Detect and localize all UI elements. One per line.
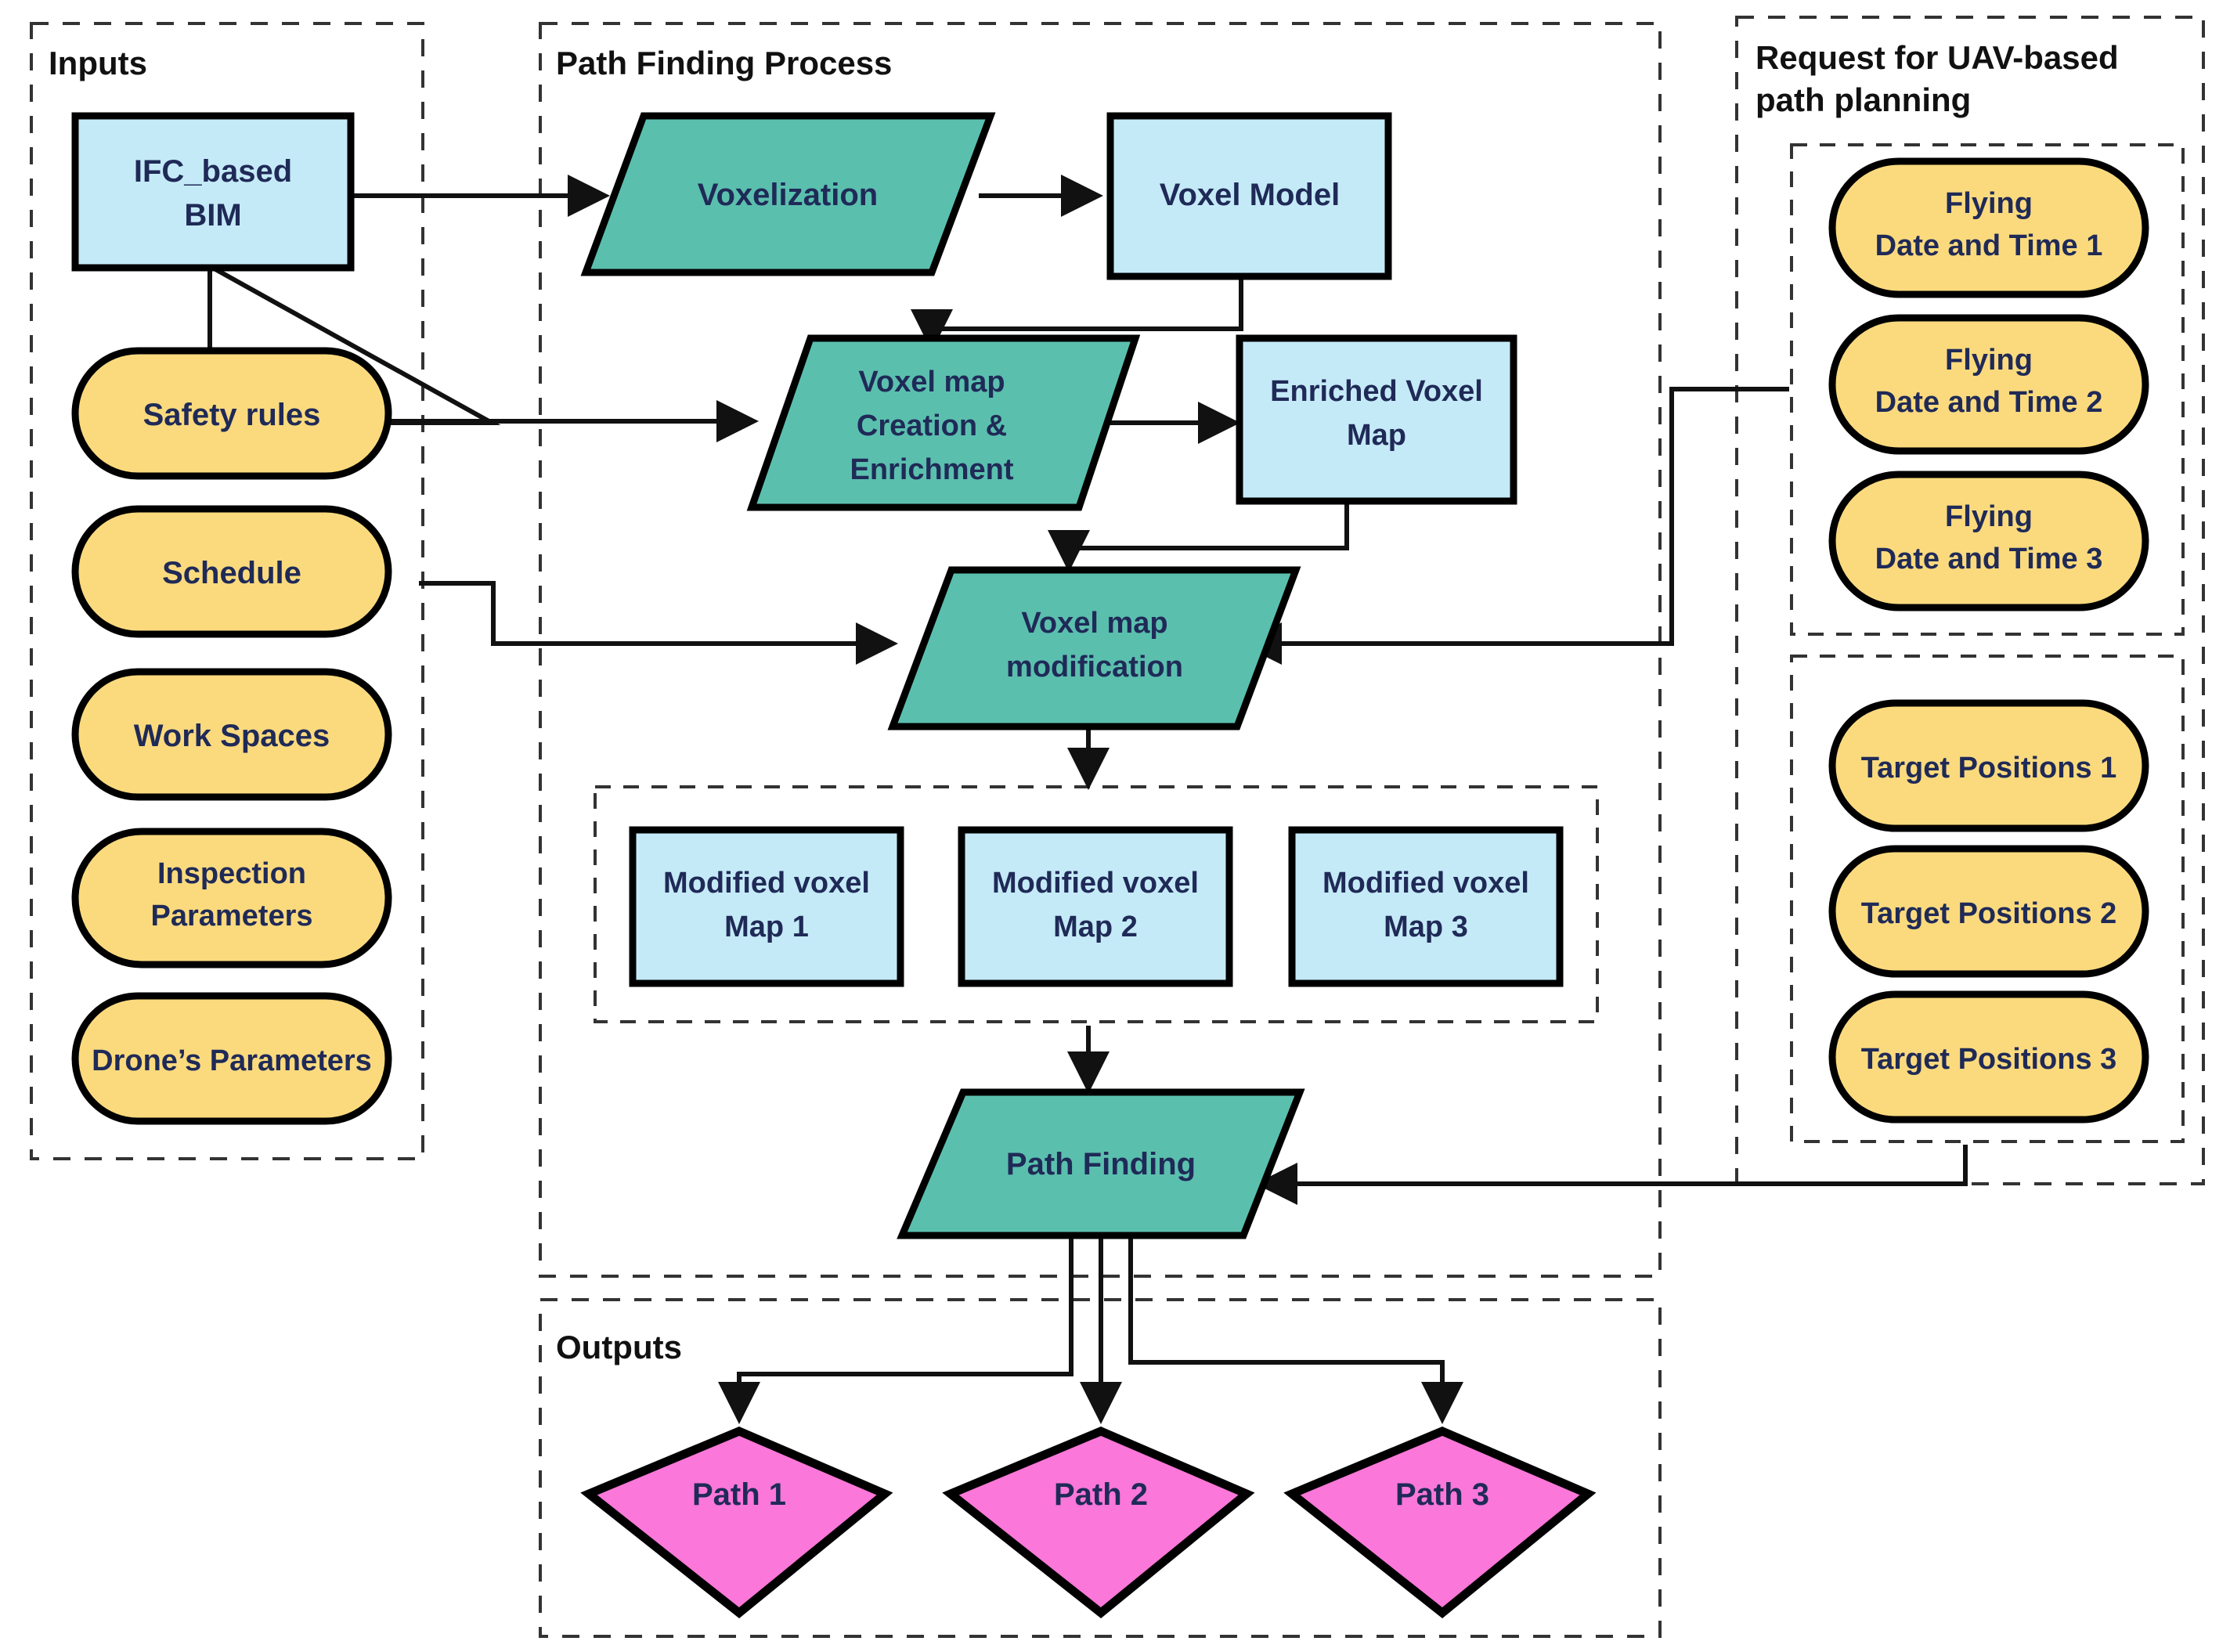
node-inspection-parameters-line2: Parameters bbox=[150, 900, 312, 932]
node-voxel-map-creation-line2: Creation & bbox=[857, 409, 1007, 442]
node-flying-date-time-1-line1: Flying bbox=[1945, 187, 2033, 220]
node-path-2[interactable]: Path 2 bbox=[942, 1427, 1255, 1619]
node-modified-voxel-map-1[interactable]: Modified voxel Map 1 bbox=[629, 826, 904, 987]
node-flying-date-time-2-line2: Date and Time 2 bbox=[1875, 386, 2103, 419]
node-flying-date-time-1[interactable]: Flying Date and Time 1 bbox=[1828, 157, 2149, 298]
node-modified-voxel-map-2-line2: Map 2 bbox=[1053, 911, 1138, 943]
node-modified-voxel-map-1-line1: Modified voxel bbox=[663, 867, 870, 900]
group-outputs-border bbox=[539, 1298, 1662, 1638]
group-flying-datetime-border bbox=[1790, 143, 2185, 636]
node-flying-date-time-2[interactable]: Flying Date and Time 2 bbox=[1828, 314, 2149, 455]
node-safety-rules[interactable]: Safety rules bbox=[71, 347, 392, 480]
group-label-outputs: Outputs bbox=[556, 1329, 682, 1365]
connector-pathfinding-to-path3 bbox=[1128, 1235, 1463, 1424]
node-work-spaces[interactable]: Work Spaces bbox=[71, 668, 392, 801]
group-label-path-finding-process: Path Finding Process bbox=[556, 45, 892, 81]
node-path-1[interactable]: Path 1 bbox=[580, 1427, 893, 1619]
node-drones-parameters-label: Drone’s Parameters bbox=[92, 1044, 372, 1077]
node-flying-date-time-3[interactable]: Flying Date and Time 3 bbox=[1828, 471, 2149, 611]
node-flying-date-time-3-line2: Date and Time 3 bbox=[1875, 543, 2103, 575]
node-ifc-based-bim-line2: BIM bbox=[184, 198, 241, 233]
node-voxel-map-creation-line1: Voxel map bbox=[858, 366, 1005, 399]
node-path-1-label: Path 1 bbox=[692, 1477, 786, 1512]
group-label-inputs: Inputs bbox=[49, 45, 147, 81]
node-modified-voxel-map-2-line1: Modified voxel bbox=[992, 867, 1199, 900]
group-inputs-border bbox=[30, 22, 424, 1160]
node-voxel-map-creation-enrichment[interactable]: Voxel map Creation & Enrichment bbox=[746, 334, 1141, 511]
node-drones-parameters[interactable]: Drone’s Parameters bbox=[71, 992, 392, 1125]
connector-targetpositions-to-pathfinding bbox=[1255, 1145, 1968, 1205]
node-target-positions-3-label: Target Positions 3 bbox=[1861, 1043, 2117, 1076]
group-label-request-line2: path planning bbox=[1755, 81, 1971, 118]
node-voxelization[interactable]: Voxelization bbox=[580, 112, 996, 276]
node-path-2-label: Path 2 bbox=[1054, 1477, 1148, 1512]
node-voxel-model-label: Voxel Model bbox=[1160, 178, 1340, 212]
node-target-positions-3[interactable]: Target Positions 3 bbox=[1828, 990, 2149, 1124]
node-voxelization-label: Voxelization bbox=[698, 178, 878, 212]
group-target-positions-border bbox=[1790, 655, 2185, 1143]
node-target-positions-1[interactable]: Target Positions 1 bbox=[1828, 699, 2149, 832]
node-ifc-based-bim-line1: IFC_based bbox=[134, 154, 292, 189]
node-modified-voxel-map-3[interactable]: Modified voxel Map 3 bbox=[1288, 826, 1564, 987]
node-flying-date-time-1-line2: Date and Time 1 bbox=[1875, 229, 2103, 262]
node-enriched-voxel-map-line2: Map bbox=[1347, 419, 1406, 452]
node-target-positions-2[interactable]: Target Positions 2 bbox=[1828, 845, 2149, 978]
node-voxel-map-modification-line1: Voxel map bbox=[1021, 607, 1167, 640]
node-schedule[interactable]: Schedule bbox=[71, 505, 392, 638]
node-path-3[interactable]: Path 3 bbox=[1283, 1427, 1597, 1619]
node-path-3-label: Path 3 bbox=[1395, 1477, 1489, 1512]
node-enriched-voxel-map[interactable]: Enriched Voxel Map bbox=[1236, 334, 1517, 505]
connector-flying-to-modification bbox=[1239, 387, 1789, 665]
node-voxel-model[interactable]: Voxel Model bbox=[1106, 112, 1392, 280]
node-inspection-parameters[interactable]: Inspection Parameters bbox=[71, 828, 392, 968]
group-path-finding-process-border bbox=[539, 22, 1662, 1278]
node-voxel-map-modification[interactable]: Voxel map modification bbox=[887, 566, 1301, 730]
node-path-finding[interactable]: Path Finding bbox=[897, 1088, 1305, 1239]
node-voxel-map-modification-line2: modification bbox=[1006, 651, 1183, 684]
node-target-positions-1-label: Target Positions 1 bbox=[1861, 752, 2117, 785]
node-modified-voxel-map-1-line2: Map 1 bbox=[724, 911, 809, 943]
node-safety-rules-label: Safety rules bbox=[143, 398, 321, 432]
connector-pathfinding-to-path1 bbox=[718, 1235, 1074, 1424]
node-target-positions-2-label: Target Positions 2 bbox=[1861, 897, 2117, 930]
node-schedule-label: Schedule bbox=[162, 556, 301, 590]
node-modified-voxel-map-3-line1: Modified voxel bbox=[1322, 867, 1529, 900]
node-flying-date-time-3-line1: Flying bbox=[1945, 500, 2033, 533]
node-path-finding-label: Path Finding bbox=[1006, 1147, 1196, 1181]
connector-schedule-to-modification bbox=[419, 581, 898, 665]
node-work-spaces-label: Work Spaces bbox=[134, 719, 330, 753]
node-modified-voxel-map-3-line2: Map 3 bbox=[1384, 911, 1468, 943]
node-flying-date-time-2-line1: Flying bbox=[1945, 344, 2033, 377]
node-voxel-map-creation-line3: Enrichment bbox=[850, 453, 1013, 486]
group-request-uav-border bbox=[1735, 16, 2205, 1185]
node-modified-voxel-map-2[interactable]: Modified voxel Map 2 bbox=[958, 826, 1233, 987]
connector-enriched-to-modification bbox=[1048, 501, 1349, 572]
node-enriched-voxel-map-line1: Enriched Voxel bbox=[1270, 375, 1483, 408]
node-inspection-parameters-line1: Inspection bbox=[157, 857, 306, 890]
node-ifc-based-bim[interactable]: IFC_based BIM bbox=[71, 112, 355, 272]
group-label-request-line1: Request for UAV-based bbox=[1755, 39, 2119, 76]
